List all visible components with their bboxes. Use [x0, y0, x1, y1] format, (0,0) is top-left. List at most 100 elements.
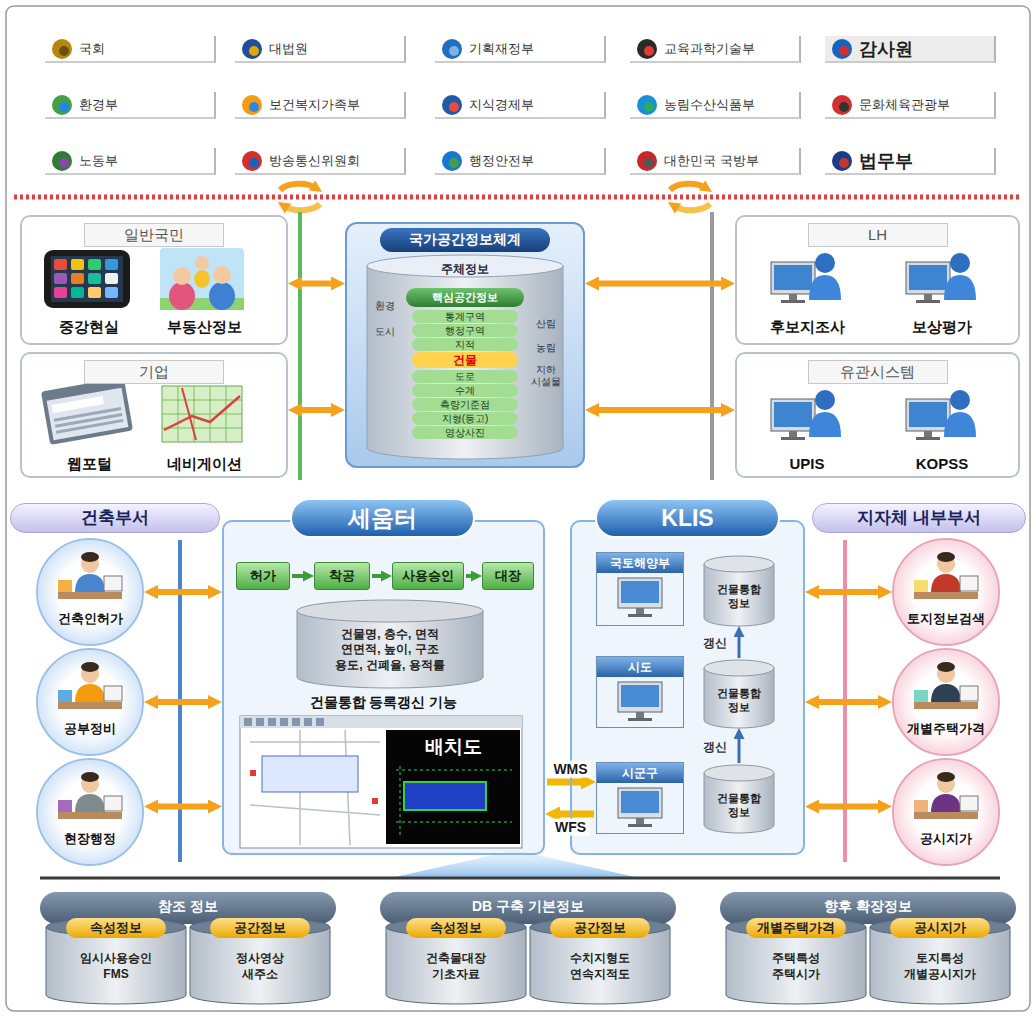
circle-ground [894, 540, 998, 644]
worker-picture [914, 690, 928, 702]
node-text: 건물통합 정보 [709, 684, 769, 718]
user-group-panel: 기업웹포털네비게이션 [20, 352, 288, 478]
node-text: 도로 [412, 370, 518, 383]
user-group-panel: LH후보지조사보상평가 [735, 215, 1020, 345]
ministry-tile [435, 36, 605, 62]
circle-ground [38, 650, 142, 754]
ministry-box: 행정안전부 [435, 148, 605, 174]
node-text: 주택특성 주택시가 [753, 948, 839, 986]
node-text: 중강현실 [27, 315, 151, 339]
connector-arrow [593, 281, 726, 287]
decoration [435, 173, 605, 175]
data-layer: 측량기준점 [412, 398, 518, 411]
decoration [280, 718, 288, 726]
decoration [250, 770, 256, 776]
node-text: 환경부 [79, 92, 211, 118]
decoration [789, 294, 797, 300]
theme-info-cylinder: 주체정보핵심공간정보통계구역행정구역지적건물도로수계측량기준점지형(등고)영상사… [367, 254, 563, 460]
connector-arrow [466, 574, 475, 578]
info-cylinder: 속성정보건축물대장 기초자료 [386, 918, 526, 1004]
decoration [825, 61, 995, 63]
db-cylinder: 건물통합 정보 [704, 765, 774, 833]
decoration [162, 414, 242, 415]
decoration [56, 419, 123, 434]
connector-arrow [547, 779, 587, 786]
decoration [960, 686, 978, 701]
decoration [621, 581, 659, 603]
node-text: 국토해양부 [597, 553, 683, 573]
node-text: 건축물대장 기초자료 [413, 948, 499, 986]
decoration [250, 730, 380, 845]
ministry-logo [242, 95, 262, 115]
base-line [40, 877, 1000, 880]
decoration [81, 772, 99, 782]
decoration [950, 253, 970, 273]
data-layer: 도로 [412, 370, 518, 383]
decoration [994, 148, 996, 175]
department-band: 지자체 내부부서 [812, 503, 1026, 533]
ministry-logo [637, 39, 657, 59]
node-text: 공시지가 [890, 918, 990, 938]
ministry-box: 교육과학기술부 [630, 36, 800, 62]
decoration [636, 608, 644, 614]
user-group-panel: 유관시스템UPISKOPSS [735, 352, 1020, 478]
decoration [240, 716, 522, 728]
decoration [71, 273, 84, 284]
building-db-top [704, 660, 774, 676]
ministry-tile [235, 92, 405, 118]
node-text: 수계 [412, 384, 518, 397]
circle-ground [894, 760, 998, 864]
panel-ground [345, 222, 585, 468]
decoration [960, 576, 978, 591]
task-circle: 토지정보검색 [892, 538, 1000, 646]
ministry-tile [825, 92, 995, 118]
decoration [54, 287, 67, 298]
node-text: KLIS [595, 498, 780, 538]
connector-arrow [296, 407, 336, 413]
monitor-icon [618, 682, 662, 712]
monitor-icon [618, 578, 662, 608]
agency-box: 시도 [596, 656, 684, 728]
decoration [630, 173, 800, 175]
building-db-top [704, 765, 774, 781]
decoration [781, 437, 805, 440]
decoration [213, 266, 231, 284]
decoration [404, 148, 406, 175]
decoration [636, 818, 644, 824]
node-text: 농림수산식품부 [664, 92, 796, 118]
core-layer: 핵심공간정보 [406, 288, 524, 307]
data-layer: 영상사진 [412, 426, 518, 439]
decoration [628, 824, 652, 827]
decoration [214, 36, 216, 63]
computer-icon [906, 262, 950, 294]
decoration [244, 718, 252, 726]
decoration [58, 702, 122, 709]
process-step: 대장 [482, 562, 534, 590]
node-text: 통계구역 [412, 310, 518, 323]
decoration [404, 36, 406, 63]
task-circle: 공부정비 [36, 648, 144, 756]
connector-label: WFS [552, 819, 589, 836]
ministry-box: 노동부 [45, 148, 215, 174]
person-icon [809, 275, 841, 300]
side-label: 도시 [369, 326, 401, 338]
ministry-box: 보건복지가족부 [235, 92, 405, 118]
ministry-tile [45, 148, 215, 174]
ministry-logo [442, 151, 462, 171]
decoration [994, 36, 996, 63]
worker-picture [58, 690, 72, 702]
decoration [404, 92, 406, 119]
decoration [47, 388, 129, 441]
decoration [194, 270, 210, 288]
decoration [81, 552, 99, 562]
info-db [530, 927, 670, 1004]
node-text: 행정안전부 [469, 148, 601, 174]
node-text: 국회 [79, 36, 211, 62]
node-text: LH [808, 223, 948, 247]
outer-frame [6, 6, 1030, 1011]
node-text: 후보지조사 [745, 315, 869, 339]
node-text: 웹포털 [27, 452, 151, 476]
decoration [825, 173, 995, 175]
connector-label: WMS [550, 761, 590, 778]
